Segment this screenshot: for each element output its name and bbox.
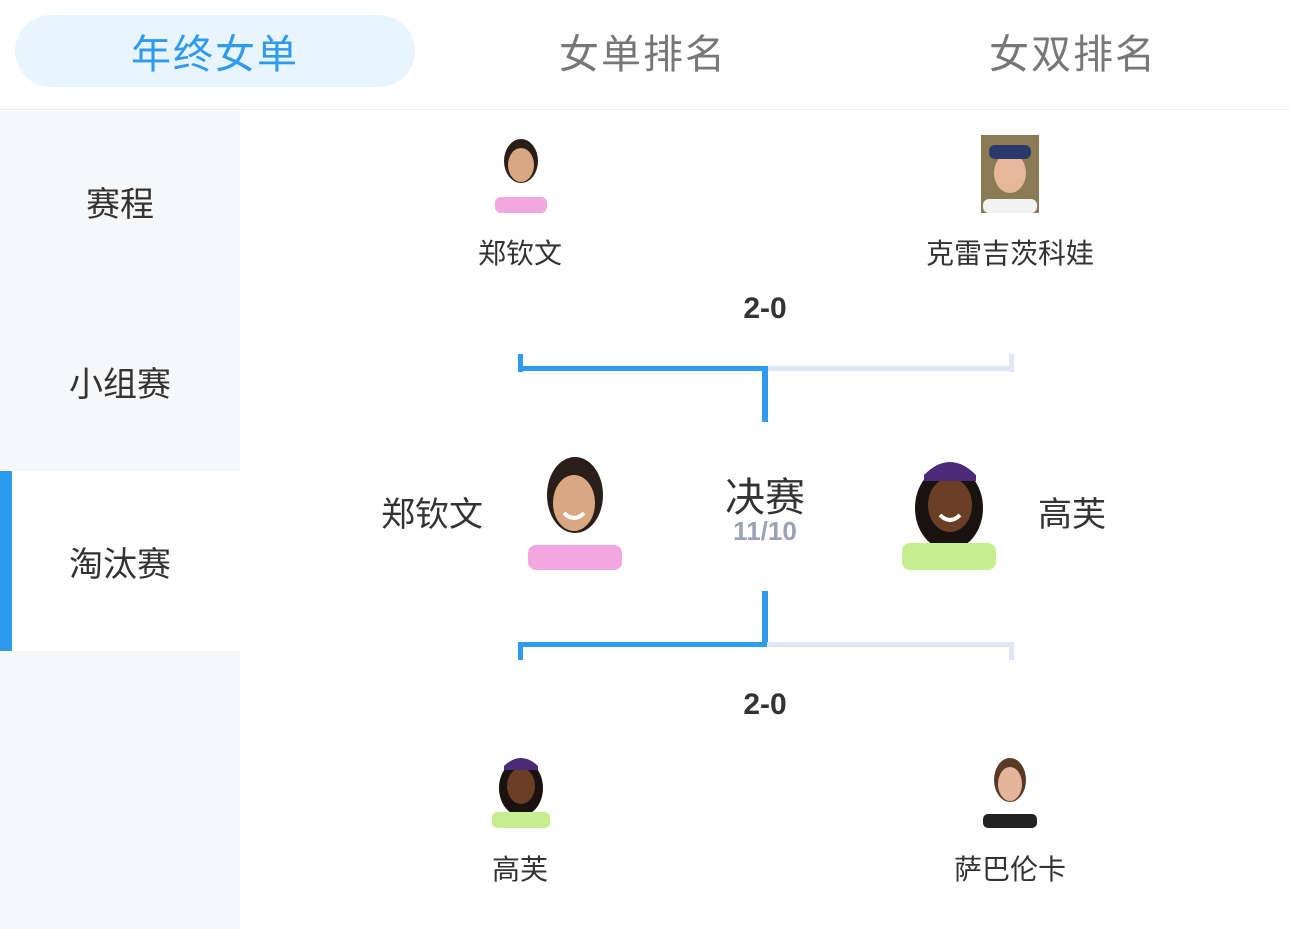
player-avatar-zheng-final[interactable] [528, 453, 622, 570]
bracket-line [767, 366, 1014, 371]
player-name[interactable]: 萨巴伦卡 [953, 853, 1067, 886]
player-avatar-zheng-top[interactable] [492, 135, 550, 213]
bracket-line [762, 591, 768, 647]
player-avatar-gauff-final[interactable] [902, 453, 996, 570]
player-avatar-gauff-bottom[interactable] [492, 752, 550, 828]
match-score: 2-0 [743, 688, 787, 721]
player-name[interactable]: 郑钦文 [477, 237, 563, 270]
player-name[interactable]: 高芙 [491, 853, 549, 886]
match-score: 2-0 [743, 292, 787, 325]
sidebar-item-group-stage[interactable]: 小组赛 [69, 364, 171, 405]
player-name[interactable]: 克雷吉茨科娃 [925, 237, 1095, 270]
tab-year-end-singles[interactable]: 年终女单 [15, 15, 415, 87]
bracket-line [518, 366, 767, 371]
sidebar-item-knockout[interactable]: 淘汰赛 [0, 471, 240, 651]
player-avatar-sabalenka[interactable] [981, 752, 1039, 828]
top-tabs: 年终女单 女单排名 女双排名 [0, 0, 1290, 110]
bracket-line [518, 354, 523, 372]
final-title: 决赛 [725, 475, 805, 521]
sidebar-item-schedule[interactable]: 赛程 [86, 184, 154, 225]
sidebar: 赛程 小组赛 淘汰赛 [0, 111, 240, 929]
bracket-line [1009, 354, 1014, 372]
bracket-line [518, 642, 767, 647]
finalist-name[interactable]: 郑钦文 [381, 495, 483, 535]
bracket-line [762, 366, 768, 422]
bracket-line [1009, 642, 1014, 660]
bracket-line [767, 642, 1014, 647]
bracket-line [518, 642, 523, 660]
player-avatar-krejcikova[interactable] [981, 135, 1039, 213]
tab-singles-ranking[interactable]: 女单排名 [559, 32, 727, 78]
finalist-name[interactable]: 高芙 [1038, 495, 1106, 535]
tab-doubles-ranking[interactable]: 女双排名 [989, 32, 1157, 78]
final-date: 11/10 [733, 516, 797, 546]
